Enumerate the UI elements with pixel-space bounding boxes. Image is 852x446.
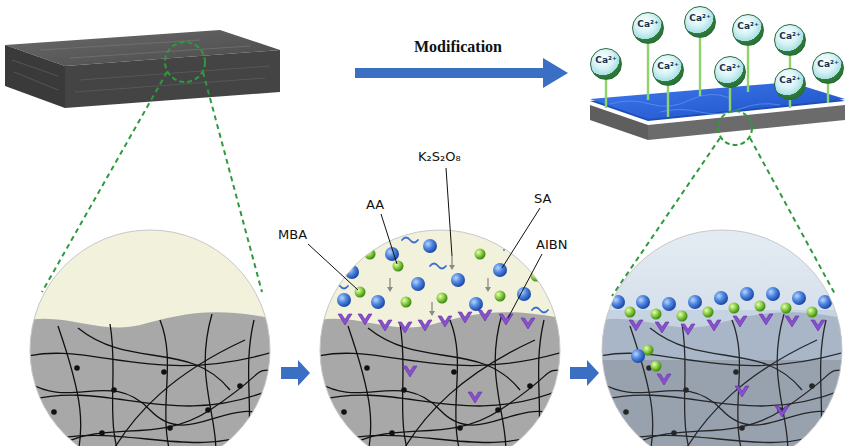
ion-label: Ca²⁺ xyxy=(779,76,800,85)
ion-bead: Ca²⁺ xyxy=(590,48,622,80)
ion-label: Ca²⁺ xyxy=(779,32,800,41)
ion-label: Ca²⁺ xyxy=(595,56,616,65)
step-arrow xyxy=(570,360,599,386)
ion-bead: Ca²⁺ xyxy=(632,12,664,44)
ion-label: Ca²⁺ xyxy=(719,64,740,73)
grafted-detail xyxy=(592,220,852,446)
membrane-slab xyxy=(5,30,280,108)
membrane-detail xyxy=(20,220,280,446)
ion-bead: Ca²⁺ xyxy=(812,52,844,84)
zoom-circle xyxy=(718,111,752,145)
reagent-label: AA xyxy=(366,198,384,212)
reagent-label: AIBN xyxy=(536,238,567,252)
ion-label: Ca²⁺ xyxy=(689,14,710,23)
reaction-detail xyxy=(310,220,570,446)
process-label: Modification xyxy=(414,38,502,56)
reagent-label: MBA xyxy=(278,228,307,242)
ion-label: Ca²⁺ xyxy=(657,62,678,71)
zoom-circle xyxy=(165,42,205,82)
ion-bead: Ca²⁺ xyxy=(774,24,806,56)
ion-label: Ca²⁺ xyxy=(637,20,658,29)
ion-label: Ca²⁺ xyxy=(817,60,838,69)
process-arrow xyxy=(355,58,568,88)
ion-bead: Ca²⁺ xyxy=(714,56,746,88)
reagent-label: K₂S₂O₈ xyxy=(418,150,461,164)
leader-lines xyxy=(308,168,542,318)
step-arrow xyxy=(281,360,310,386)
ion-label: Ca²⁺ xyxy=(737,22,758,31)
ion-bead: Ca²⁺ xyxy=(684,6,716,38)
reagent-label: SA xyxy=(534,192,551,206)
ion-bead: Ca²⁺ xyxy=(774,68,806,100)
ion-bead: Ca²⁺ xyxy=(652,54,684,86)
ion-bead: Ca²⁺ xyxy=(732,14,764,46)
